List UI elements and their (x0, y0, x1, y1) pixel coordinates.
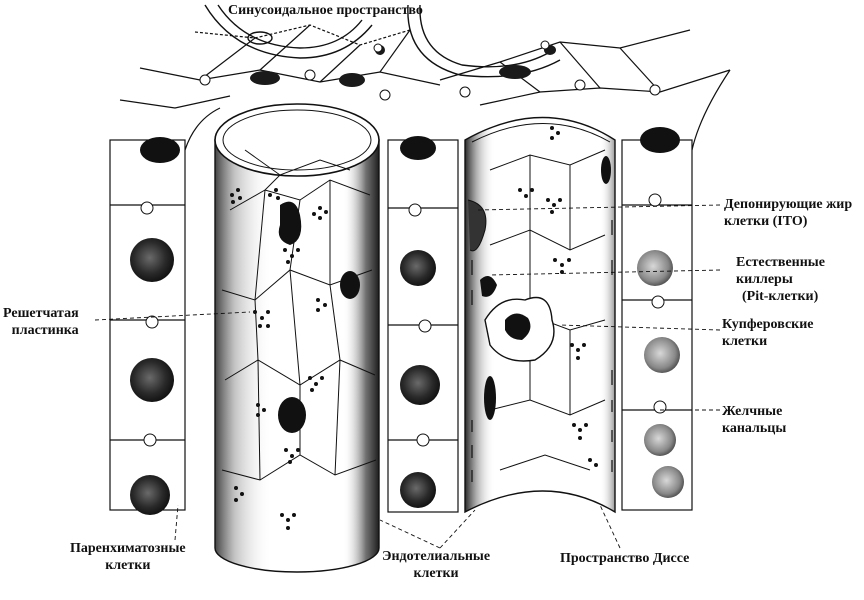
kupffer-cells-label: Купферовские клетки (722, 316, 814, 350)
right-column-nuclei (637, 127, 684, 498)
leader-lines (94, 204, 721, 549)
right-sinusoid (464, 116, 616, 514)
bile-line-1: Желчные (722, 404, 783, 419)
bile-canaliculi-label: Желчные канальцы (722, 403, 786, 437)
endothelial-cells-label: Эндотелиальные клетки (382, 548, 490, 582)
top-cell-plates (119, 24, 731, 109)
parenchymal-line-2: клетки (105, 558, 151, 573)
endothelial-line-1: Эндотелиальные (382, 549, 491, 564)
left-column-nuclei (130, 137, 180, 515)
sinusoidal-space-label: Синусоидальное пространство (228, 2, 423, 19)
kupffer-line-2: клетки (722, 334, 768, 349)
disse-space-label: Пространство Диссе (560, 550, 689, 567)
top-star-nodes (199, 40, 661, 101)
middle-column-stars (408, 203, 432, 447)
left-column-stars (140, 201, 159, 447)
pit-line-1: Естественные (736, 255, 825, 270)
parenchymal-cells-label: Паренхиматозные клетки (70, 540, 186, 574)
endothelial-line-2: клетки (413, 566, 459, 581)
parenchymal-line-1: Паренхиматозные (70, 541, 186, 556)
left-cell-column (109, 107, 221, 511)
ito-cells-label: Депонирующие жир клетки (ITO) (724, 196, 852, 230)
pit-cells-label: Естественные киллеры (Pit-клетки) (736, 254, 825, 305)
disse-space-text: Пространство Диссе (560, 551, 690, 566)
reticular-lamina-label: Решетчатая пластинка (3, 305, 79, 339)
sinusoidal-space-text: Синусоидальное пространство (228, 3, 423, 18)
pit-line-3: (Pit-клетки) (742, 289, 819, 304)
bile-line-2: канальцы (722, 421, 787, 436)
top-capillaries (204, 4, 561, 78)
left-sinusoid (214, 103, 380, 573)
ito-line-1: Депонирующие жир (724, 197, 853, 212)
pit-line-2: киллеры (736, 272, 793, 287)
kupffer-line-1: Купферовские (722, 317, 814, 332)
reticular-line-1: Решетчатая (3, 306, 79, 321)
middle-column-nuclei (400, 136, 440, 508)
ito-line-2: клетки (ITO) (724, 214, 808, 229)
right-column-stars (648, 193, 667, 414)
reticular-line-2: пластинка (11, 323, 79, 338)
